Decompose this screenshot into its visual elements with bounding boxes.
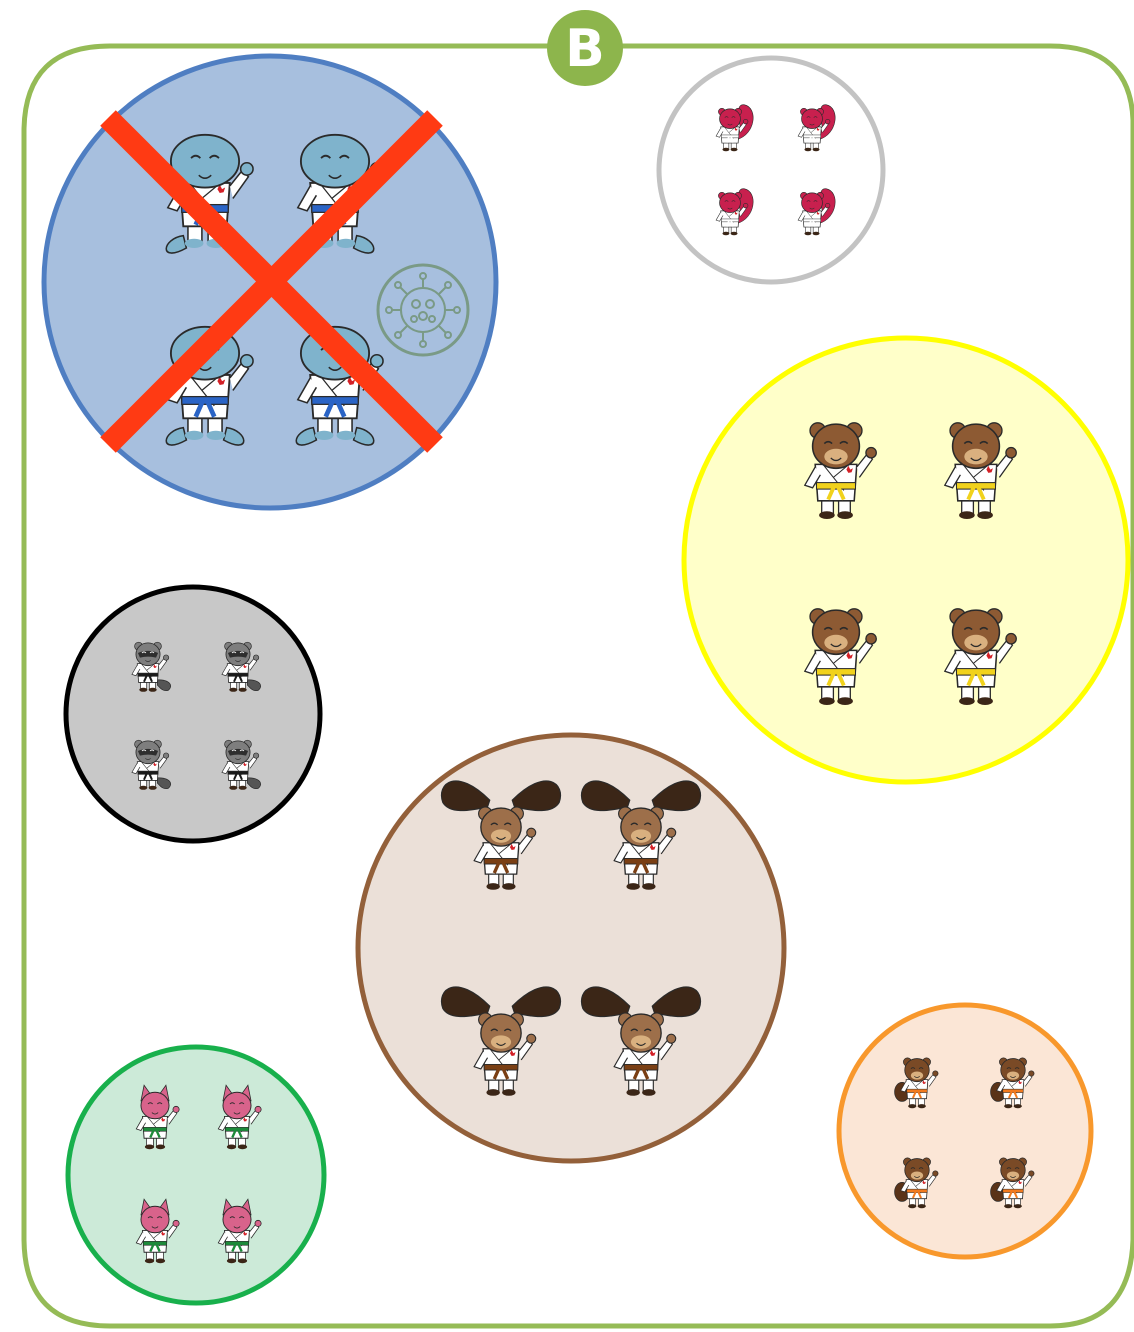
badge: B <box>547 10 623 86</box>
group-moose <box>358 735 784 1161</box>
virus-icon <box>378 265 468 355</box>
group-lynx <box>68 1047 324 1303</box>
group-squirrel <box>659 58 883 282</box>
group-raccoon <box>66 587 320 841</box>
group-bear <box>684 338 1128 782</box>
badge-label: B <box>565 19 605 79</box>
group-whale <box>44 56 496 508</box>
group-beaver <box>839 1005 1091 1257</box>
